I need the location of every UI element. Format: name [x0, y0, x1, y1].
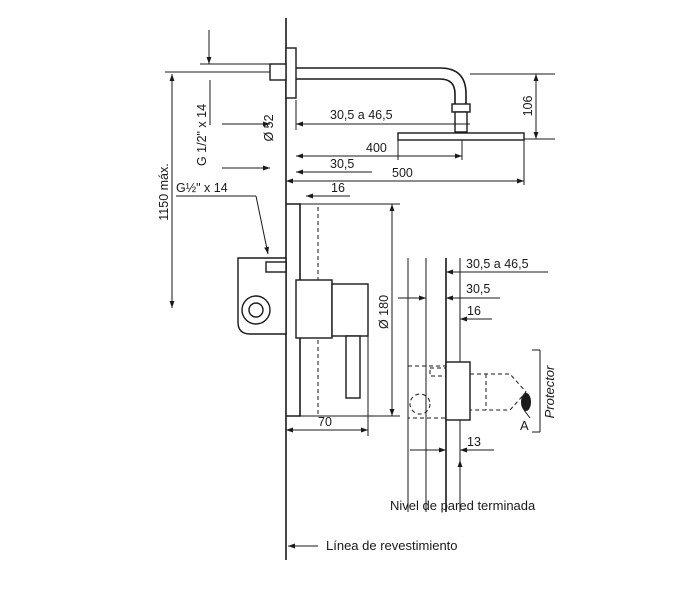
dim-range-top: 30,5 a 46,5 — [330, 108, 393, 122]
label-protector: Protector — [542, 365, 557, 418]
detail-dim-30-5: 30,5 — [466, 282, 490, 296]
detail-dim-range: 30,5 a 46,5 — [466, 257, 529, 271]
dim-thread-valve: G½" x 14 — [176, 181, 228, 195]
dim-70: 70 — [318, 415, 332, 429]
dim-400: 400 — [366, 141, 387, 155]
dim-106: 106 — [521, 96, 535, 117]
dim-16: 16 — [331, 181, 345, 195]
dim-diam-180: Ø 180 — [377, 295, 391, 329]
label-a: A — [520, 418, 529, 433]
mixer-handle — [295, 279, 369, 399]
dim-30-5: 30,5 — [330, 157, 354, 171]
dim-thread-top: G 1/2" x 14 — [195, 104, 209, 166]
label-cladding-line: Línea de revestimiento — [326, 538, 458, 553]
dim-diam-52: Ø 52 — [262, 114, 276, 141]
shower-arm — [269, 47, 471, 133]
detail-dim-13: 13 — [467, 435, 481, 449]
label-finished-wall: Nivel de pared terminada — [390, 498, 536, 513]
point-a-marker — [521, 393, 531, 411]
shower-head — [397, 132, 525, 141]
detail-dim-16: 16 — [467, 304, 481, 318]
dim-500: 500 — [392, 166, 413, 180]
mixer-valve — [237, 257, 287, 335]
detail-valve — [407, 361, 531, 421]
dim-1150: 1150 máx. — [157, 163, 171, 220]
